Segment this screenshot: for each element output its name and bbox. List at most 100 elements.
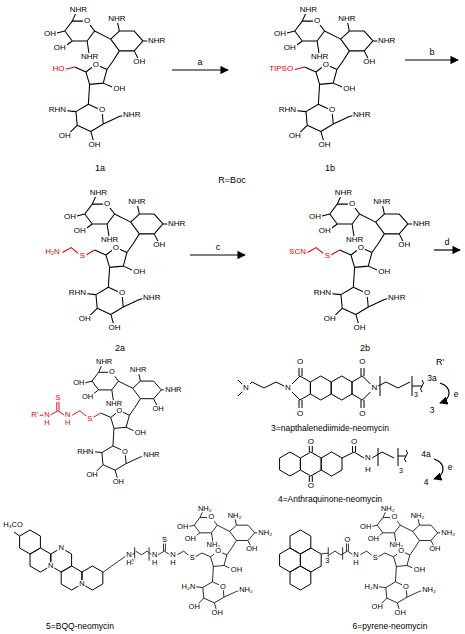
atom-label: NHR (122, 111, 141, 119)
atom-label: O (344, 536, 352, 544)
reaction-arrows (172, 60, 460, 479)
atom-label: H₃CO (2, 521, 24, 529)
atom-label: NHR (352, 111, 371, 119)
compound-name: 6=pyrene-neomycin (352, 622, 429, 631)
atom-label: NHR (337, 15, 356, 23)
atom-label: H (151, 559, 158, 567)
atom-label: OH (394, 610, 407, 618)
atom-label: N (284, 384, 292, 392)
atom-label: H (125, 559, 132, 567)
atom-label: O (358, 410, 366, 418)
reagent-letter: a (196, 58, 203, 67)
reagent-letter: e (453, 390, 460, 399)
atom-label: O (328, 106, 336, 114)
atom-label: S (189, 554, 196, 562)
atom-label: O (98, 106, 106, 114)
reagent-letter: e (447, 463, 454, 472)
atom-label: OH (211, 610, 224, 618)
atom-label: O (108, 369, 116, 377)
atom-label: O (214, 547, 222, 555)
atom-label: NHR (107, 15, 126, 23)
atom-label: OH (151, 405, 164, 413)
atom-label: H₂N (181, 583, 197, 591)
reagent-letter: d (443, 238, 450, 247)
compound-number: 3a (426, 374, 437, 383)
atom-label: OH (283, 44, 297, 52)
atom-label: OH (413, 567, 426, 575)
atom-label: O (83, 17, 91, 25)
atom-label: OH (245, 545, 258, 553)
subscript: 3 (398, 467, 404, 474)
atom-label: OH (63, 213, 77, 221)
atom-label: NHR (147, 37, 166, 45)
atom-label: OH (72, 380, 85, 388)
atom-label: H₂N (44, 248, 61, 256)
atom-label: OH (73, 227, 87, 235)
modified-bonds (39, 67, 340, 417)
compound-number: 2b (359, 344, 371, 353)
atom-label: O (208, 514, 216, 522)
atom-label: RHN (68, 289, 87, 297)
compound-name: 4=Anthraquinone-neomycin (277, 495, 383, 504)
compound-number: 4a (420, 450, 431, 459)
atom-label: NH₂ (440, 529, 456, 537)
atom-label: O (296, 358, 304, 366)
atom-label: NH₂ (421, 586, 437, 594)
atom-label: H (169, 559, 176, 567)
atom-label: N (242, 384, 250, 392)
atom-label: R' (30, 411, 39, 419)
atom-label: NHR (95, 359, 113, 367)
compound-number: 1a (94, 164, 106, 173)
atom-label: NHR (127, 198, 146, 206)
atom-label: NH₂ (238, 586, 254, 594)
atom-label: S (161, 536, 168, 544)
reagent-letter: b (428, 48, 435, 57)
atom-label: OH (81, 393, 94, 401)
atom-label: RHN (76, 448, 94, 456)
atom-label: OH (273, 30, 287, 38)
atom-label: OH (78, 315, 92, 323)
atom-label: SCN (288, 248, 307, 256)
compound-number: 1b (324, 164, 336, 173)
atom-label: OH (308, 213, 322, 221)
atom-label: O (307, 438, 315, 446)
atom-label: OH (288, 132, 302, 140)
atom-label: OH (353, 324, 367, 332)
atom-label: H (43, 419, 50, 427)
atom-label: OH (377, 268, 391, 276)
atom-label: NHR (387, 294, 406, 302)
atom-label: S (79, 252, 86, 260)
atom-label: O (112, 244, 120, 252)
neomycin-skeletons (55, 13, 444, 610)
atom-label: NHR (89, 189, 108, 197)
atom-label: S (86, 415, 93, 423)
atom-label: N (169, 551, 176, 559)
atom-label: RHN (313, 289, 332, 297)
atom-label: OH (184, 535, 197, 543)
linker-bonds (103, 543, 385, 572)
atom-label: O (103, 200, 111, 208)
substituent-heading: R' (435, 358, 445, 367)
atom-label: N (57, 544, 64, 552)
atom-label: NHR (334, 189, 353, 197)
compound-name: 5=BQQ-neomycin (45, 622, 115, 631)
atom-label: H (64, 419, 71, 427)
atom-label: RHN (278, 106, 297, 114)
atom-label: NHR (412, 220, 431, 228)
atom-label: H₂N (364, 583, 380, 591)
compound-name: 3=napthalenediimide-neomycin (270, 424, 390, 433)
atom-label: OH (134, 429, 147, 437)
atom-label: OH (428, 545, 441, 553)
atom-label: O (307, 482, 315, 490)
atom-label: O (391, 514, 399, 522)
atom-label: TIPSO (268, 65, 294, 73)
atom-label: NHR (142, 294, 161, 302)
atom-label: OH (397, 241, 411, 249)
atom-label: 3 (324, 557, 330, 565)
atom-label: NHR (69, 6, 88, 14)
atom-label: O (116, 407, 124, 415)
atom-label: NH₂ (227, 512, 243, 520)
atom-label: S (324, 252, 331, 260)
atom-label: O (397, 547, 405, 555)
